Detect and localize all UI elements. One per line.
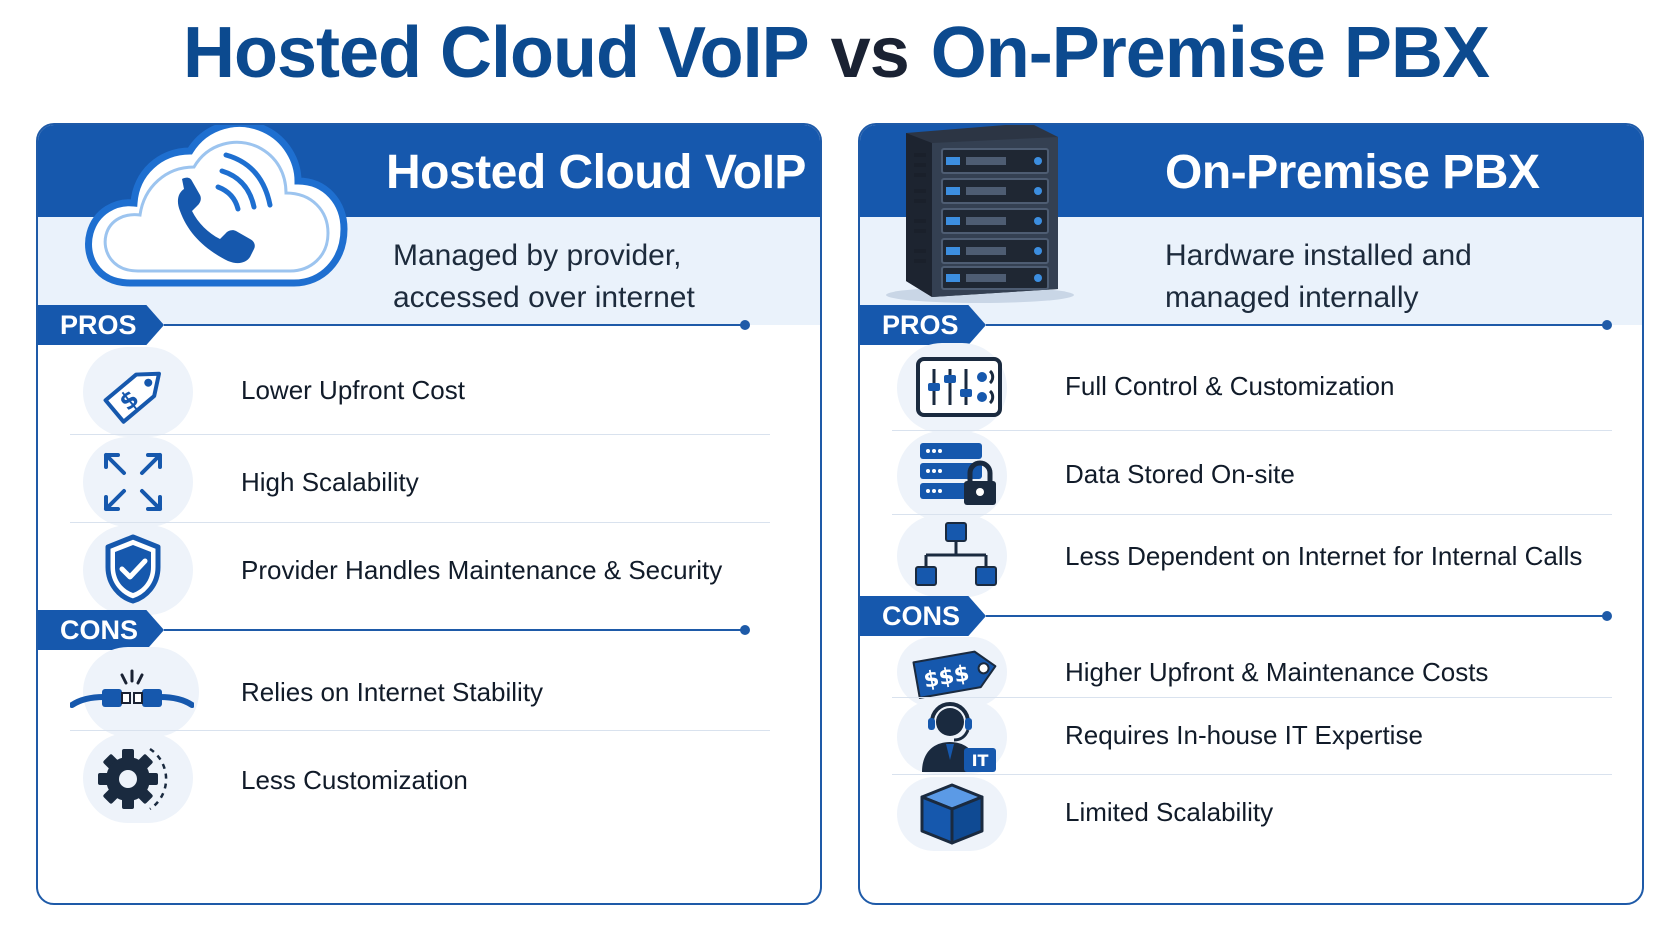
cons-section-header: CONS bbox=[38, 610, 820, 650]
it-support-icon: IT bbox=[918, 700, 998, 779]
description-line: accessed over internet bbox=[393, 281, 695, 314]
row-divider bbox=[892, 430, 1612, 431]
con-text: Higher Upfront & Maintenance Costs bbox=[1065, 657, 1489, 687]
pro-text: Data Stored On-site bbox=[1065, 459, 1295, 489]
section-divider-line bbox=[986, 615, 1606, 617]
panel-description: Hardware installed and managed internall… bbox=[1165, 235, 1585, 319]
icon-background bbox=[83, 437, 193, 527]
title-vs: vs bbox=[830, 13, 910, 93]
con-text: Limited Scalability bbox=[1065, 797, 1274, 827]
pro-text: Less Dependent on Internet for Internal … bbox=[1065, 541, 1583, 571]
cube-icon bbox=[918, 783, 986, 850]
title-left: Hosted Cloud VoIP bbox=[183, 13, 810, 93]
section-line-dot bbox=[1602, 320, 1612, 330]
row-divider bbox=[892, 697, 1612, 698]
expand-arrows-icon bbox=[100, 449, 166, 520]
cloud-phone-icon bbox=[82, 125, 352, 300]
server-lock-icon bbox=[918, 441, 998, 512]
title-right: On-Premise PBX bbox=[930, 13, 1490, 93]
dollar-tag-icon: $$$ bbox=[912, 645, 1002, 706]
description-line: managed internally bbox=[1165, 281, 1419, 314]
on-premise-pbx-panel: On-Premise PBX Hardware installed and ma… bbox=[858, 123, 1644, 905]
network-cable-icon bbox=[69, 665, 195, 726]
section-divider-line bbox=[164, 629, 744, 631]
panel-title: Hosted Cloud VoIP bbox=[386, 146, 806, 199]
sliders-icon bbox=[916, 357, 1002, 422]
panel-title: On-Premise PBX bbox=[1165, 146, 1540, 199]
pros-section-header: PROS bbox=[860, 305, 1642, 345]
description-line: Managed by provider, bbox=[393, 239, 682, 272]
pro-text: Lower Upfront Cost bbox=[241, 375, 465, 405]
shield-check-icon bbox=[102, 533, 164, 610]
section-line-dot bbox=[1602, 611, 1612, 621]
con-text: Less Customization bbox=[241, 765, 468, 795]
con-text: Requires In-house IT Expertise bbox=[1065, 720, 1423, 750]
pro-text: Full Control & Customization bbox=[1065, 371, 1395, 401]
cons-tag: CONS bbox=[860, 596, 986, 636]
gear-icon bbox=[92, 739, 172, 824]
row-divider bbox=[892, 514, 1612, 515]
price-tag-icon: $ bbox=[96, 357, 176, 434]
con-text: Relies on Internet Stability bbox=[241, 677, 544, 707]
pros-tag: PROS bbox=[38, 305, 164, 345]
pros-tag: PROS bbox=[860, 305, 986, 345]
description-line: Hardware installed and bbox=[1165, 239, 1472, 272]
row-divider bbox=[892, 774, 1612, 775]
pros-section-header: PROS bbox=[38, 305, 820, 345]
section-divider-line bbox=[164, 324, 744, 326]
pro-text: Provider Handles Maintenance & Security bbox=[241, 555, 723, 585]
row-divider bbox=[70, 730, 770, 731]
section-divider-line bbox=[986, 324, 1606, 326]
cons-section-header: CONS bbox=[860, 596, 1642, 636]
server-rack-icon bbox=[880, 125, 1080, 310]
cons-tag: CONS bbox=[38, 610, 164, 650]
section-line-dot bbox=[740, 320, 750, 330]
hosted-cloud-voip-panel: Hosted Cloud VoIP Managed by provider, a… bbox=[36, 123, 822, 905]
network-hierarchy-icon bbox=[914, 521, 998, 594]
row-divider bbox=[70, 434, 770, 435]
panel-description: Managed by provider, accessed over inter… bbox=[393, 235, 813, 319]
row-divider bbox=[70, 522, 770, 523]
pro-text: High Scalability bbox=[241, 467, 419, 497]
section-line-dot bbox=[740, 625, 750, 635]
it-badge-text: IT bbox=[972, 751, 989, 770]
